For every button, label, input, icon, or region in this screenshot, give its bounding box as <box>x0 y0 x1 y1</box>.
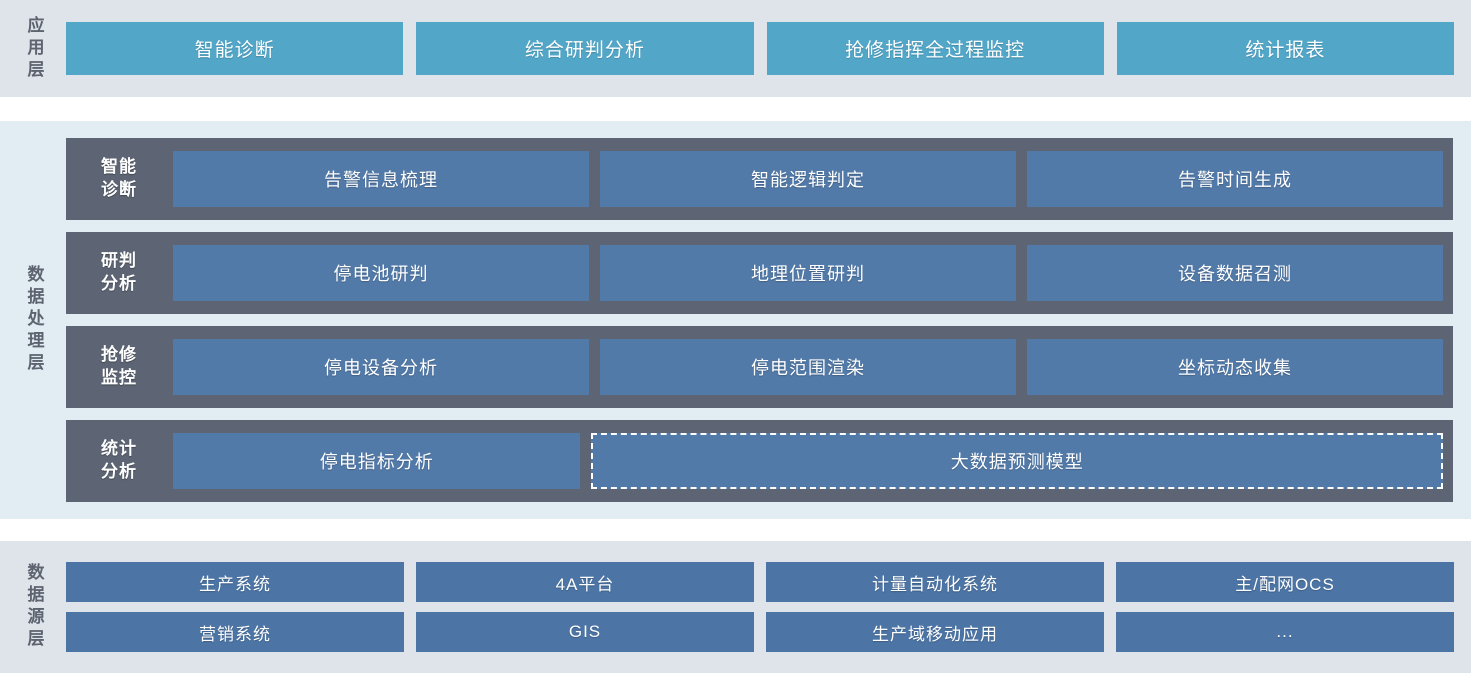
app-box-statistical-report[interactable]: 统计报表 <box>1116 22 1454 75</box>
source-box-main-distribution-ocs[interactable]: 主/配网OCS <box>1116 562 1454 602</box>
proc-box-big-data-prediction-model[interactable]: 大数据预测模型 <box>591 433 1443 489</box>
data-processing-layer-label: 数据处理层 <box>0 121 66 519</box>
data-processing-layer: 数据处理层 智能 诊断 告警信息梳理 智能逻辑判定 告警时间生成 研判 分析 停… <box>0 121 1471 519</box>
processing-row-repair-monitoring: 抢修 监控 停电设备分析 停电范围渲染 坐标动态收集 <box>66 326 1453 408</box>
processing-row-statistical-analysis: 统计 分析 停电指标分析 大数据预测模型 <box>66 420 1453 502</box>
proc-box-outage-index-analysis[interactable]: 停电指标分析 <box>173 433 581 489</box>
source-box-ellipsis[interactable]: ... <box>1116 612 1454 652</box>
proc-box-alarm-info-sorting[interactable]: 告警信息梳理 <box>173 151 589 207</box>
application-layer-label: 应用层 <box>0 0 66 97</box>
processing-row-label-repair-monitoring: 抢修 监控 <box>101 345 137 387</box>
divider-app-processing <box>0 97 1471 121</box>
processing-row-research-analysis: 研判 分析 停电池研判 地理位置研判 设备数据召测 <box>66 232 1453 314</box>
processing-row-label-intelligent-diagnosis: 智能 诊断 <box>101 157 137 199</box>
data-processing-layer-label-text: 数据处理层 <box>24 265 44 375</box>
processing-row-label-research-analysis: 研判 分析 <box>101 251 137 293</box>
proc-box-outage-pool-analysis[interactable]: 停电池研判 <box>173 245 589 301</box>
source-box-production-mobile-app[interactable]: 生产域移动应用 <box>766 612 1104 652</box>
source-box-marketing-system[interactable]: 营销系统 <box>66 612 404 652</box>
source-box-gis[interactable]: GIS <box>416 612 754 652</box>
data-source-layer-body: 生产系统 4A平台 计量自动化系统 主/配网OCS 营销系统 GIS 生产域移动… <box>66 541 1471 673</box>
data-source-layer-label: 数据源层 <box>0 541 66 673</box>
app-box-repair-command-monitoring[interactable]: 抢修指挥全过程监控 <box>766 22 1104 75</box>
proc-box-alarm-time-generation[interactable]: 告警时间生成 <box>1027 151 1443 207</box>
source-box-4a-platform[interactable]: 4A平台 <box>416 562 754 602</box>
application-layer-label-text: 应用层 <box>24 15 44 82</box>
proc-box-outage-device-analysis[interactable]: 停电设备分析 <box>173 339 589 395</box>
source-box-metering-automation-system[interactable]: 计量自动化系统 <box>766 562 1104 602</box>
application-layer-body: 智能诊断 综合研判分析 抢修指挥全过程监控 统计报表 <box>66 0 1471 97</box>
proc-box-intelligent-logic-judgment[interactable]: 智能逻辑判定 <box>600 151 1016 207</box>
app-box-intelligent-diagnosis[interactable]: 智能诊断 <box>66 22 404 75</box>
processing-row-label-statistical-analysis: 统计 分析 <box>101 439 137 481</box>
proc-box-device-data-polling[interactable]: 设备数据召测 <box>1027 245 1443 301</box>
data-processing-layer-body: 智能 诊断 告警信息梳理 智能逻辑判定 告警时间生成 研判 分析 停电池研判 地… <box>66 121 1471 519</box>
app-box-comprehensive-analysis[interactable]: 综合研判分析 <box>416 22 754 75</box>
processing-row-intelligent-diagnosis: 智能 诊断 告警信息梳理 智能逻辑判定 告警时间生成 <box>66 138 1453 220</box>
application-layer: 应用层 智能诊断 综合研判分析 抢修指挥全过程监控 统计报表 <box>0 0 1471 97</box>
divider-processing-source <box>0 519 1471 541</box>
data-source-layer-label-text: 数据源层 <box>24 563 44 651</box>
proc-box-geographic-location-analysis[interactable]: 地理位置研判 <box>600 245 1016 301</box>
source-box-production-system[interactable]: 生产系统 <box>66 562 404 602</box>
data-source-layer: 数据源层 生产系统 4A平台 计量自动化系统 主/配网OCS 营销系统 GIS … <box>0 541 1471 673</box>
source-row-top: 生产系统 4A平台 计量自动化系统 主/配网OCS <box>66 562 1454 602</box>
proc-box-outage-range-rendering[interactable]: 停电范围渲染 <box>600 339 1016 395</box>
proc-box-coordinate-dynamic-collection[interactable]: 坐标动态收集 <box>1027 339 1443 395</box>
source-row-bottom: 营销系统 GIS 生产域移动应用 ... <box>66 612 1454 652</box>
